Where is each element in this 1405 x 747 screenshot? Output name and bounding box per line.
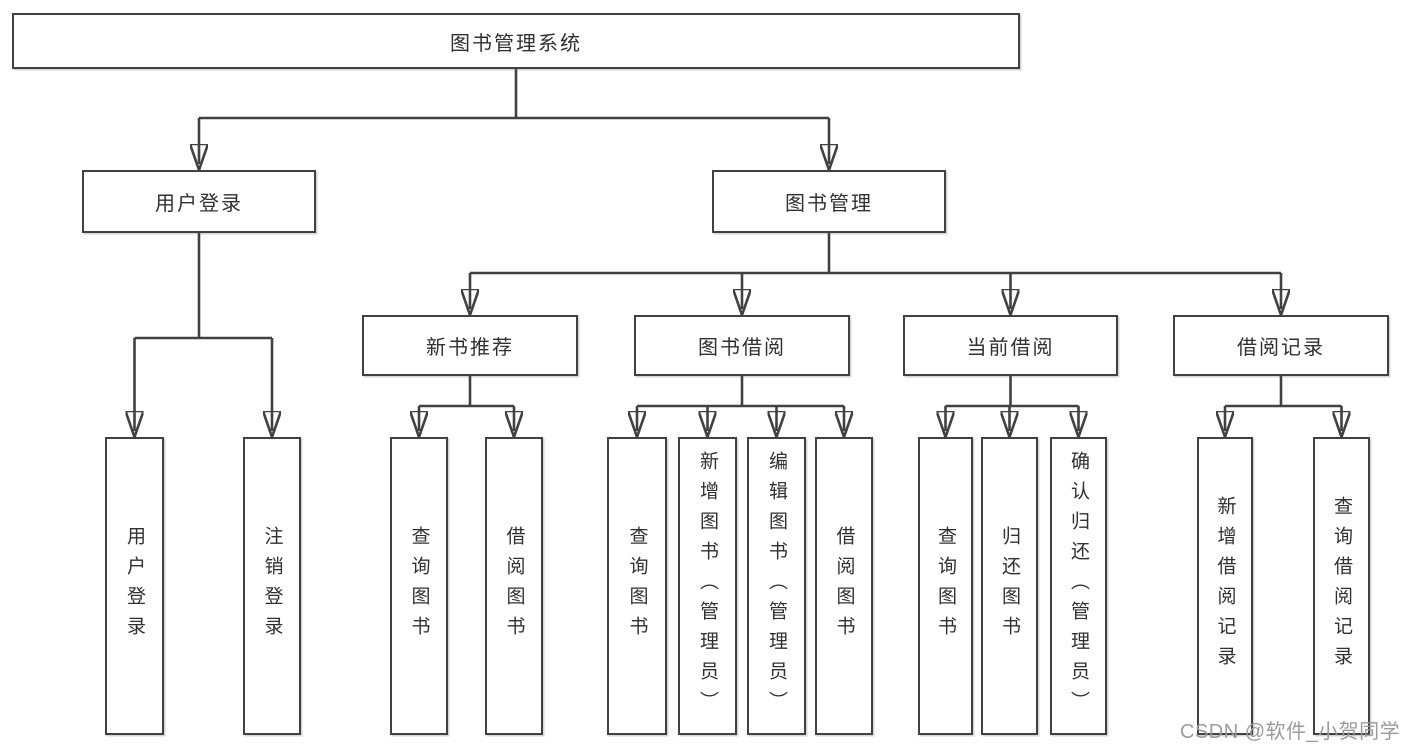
leaf-add-books-admin: 新增图书（管理员） [678, 437, 737, 735]
leaf-query-books-current-label: 查询图书 [935, 526, 956, 646]
node-new-book-recommendation: 新书推荐 [362, 315, 578, 376]
leaf-user-login-label: 用户登录 [124, 526, 145, 646]
leaf-confirm-return-admin: 确认归还（管理员） [1050, 437, 1107, 735]
leaf-add-borrow-record: 新增借阅记录 [1197, 437, 1253, 735]
node-current-borrowing-label: 当前借阅 [966, 337, 1055, 359]
leaf-query-books-recommend: 查询图书 [390, 437, 448, 735]
node-book-management-label: 图书管理 [785, 193, 873, 215]
leaf-query-borrow-record: 查询借阅记录 [1313, 437, 1370, 735]
node-user-login: 用户登录 [82, 170, 316, 233]
node-borrowing-records-label: 借阅记录 [1237, 337, 1325, 359]
node-book-borrowing-label: 图书借阅 [698, 337, 786, 359]
leaf-logout-login-label: 注销登录 [261, 526, 283, 646]
leaf-return-books-label: 归还图书 [999, 526, 1020, 646]
leaf-query-books-borrow-label: 查询图书 [626, 526, 648, 646]
node-current-borrowing: 当前借阅 [903, 315, 1118, 376]
node-book-borrowing: 图书借阅 [634, 315, 850, 376]
leaf-borrow-books-recommend-label: 借阅图书 [503, 526, 525, 646]
leaf-query-books-borrow: 查询图书 [607, 437, 667, 735]
leaf-user-login: 用户登录 [105, 437, 164, 735]
leaf-return-books: 归还图书 [981, 437, 1038, 735]
node-root-system-label: 图书管理系统 [450, 32, 582, 55]
leaf-borrow-books: 借阅图书 [815, 437, 873, 735]
leaf-query-borrow-record-label: 查询借阅记录 [1331, 496, 1352, 676]
watermark: CSDN @软件_小贺同学 [1180, 721, 1401, 743]
leaf-query-books-recommend-label: 查询图书 [408, 526, 430, 646]
leaf-add-borrow-record-label: 新增借阅记录 [1214, 496, 1236, 676]
node-root-system: 图书管理系统 [12, 13, 1020, 69]
leaf-borrow-books-recommend: 借阅图书 [485, 437, 543, 735]
leaf-logout-login: 注销登录 [243, 437, 301, 735]
leaf-query-books-current: 查询图书 [918, 437, 973, 735]
node-new-book-recommendation-label: 新书推荐 [426, 337, 514, 359]
node-book-management: 图书管理 [712, 170, 946, 233]
leaf-confirm-return-admin-label: 确认归还（管理员） [1068, 451, 1089, 721]
leaf-borrow-books-label: 借阅图书 [833, 526, 855, 646]
node-user-login-label: 用户登录 [155, 193, 243, 215]
leaf-edit-books-admin: 编辑图书（管理员） [747, 437, 806, 735]
leaf-add-books-admin-label: 新增图书（管理员） [697, 451, 718, 721]
node-borrowing-records: 借阅记录 [1173, 315, 1389, 376]
leaf-edit-books-admin-label: 编辑图书（管理员） [766, 451, 787, 721]
